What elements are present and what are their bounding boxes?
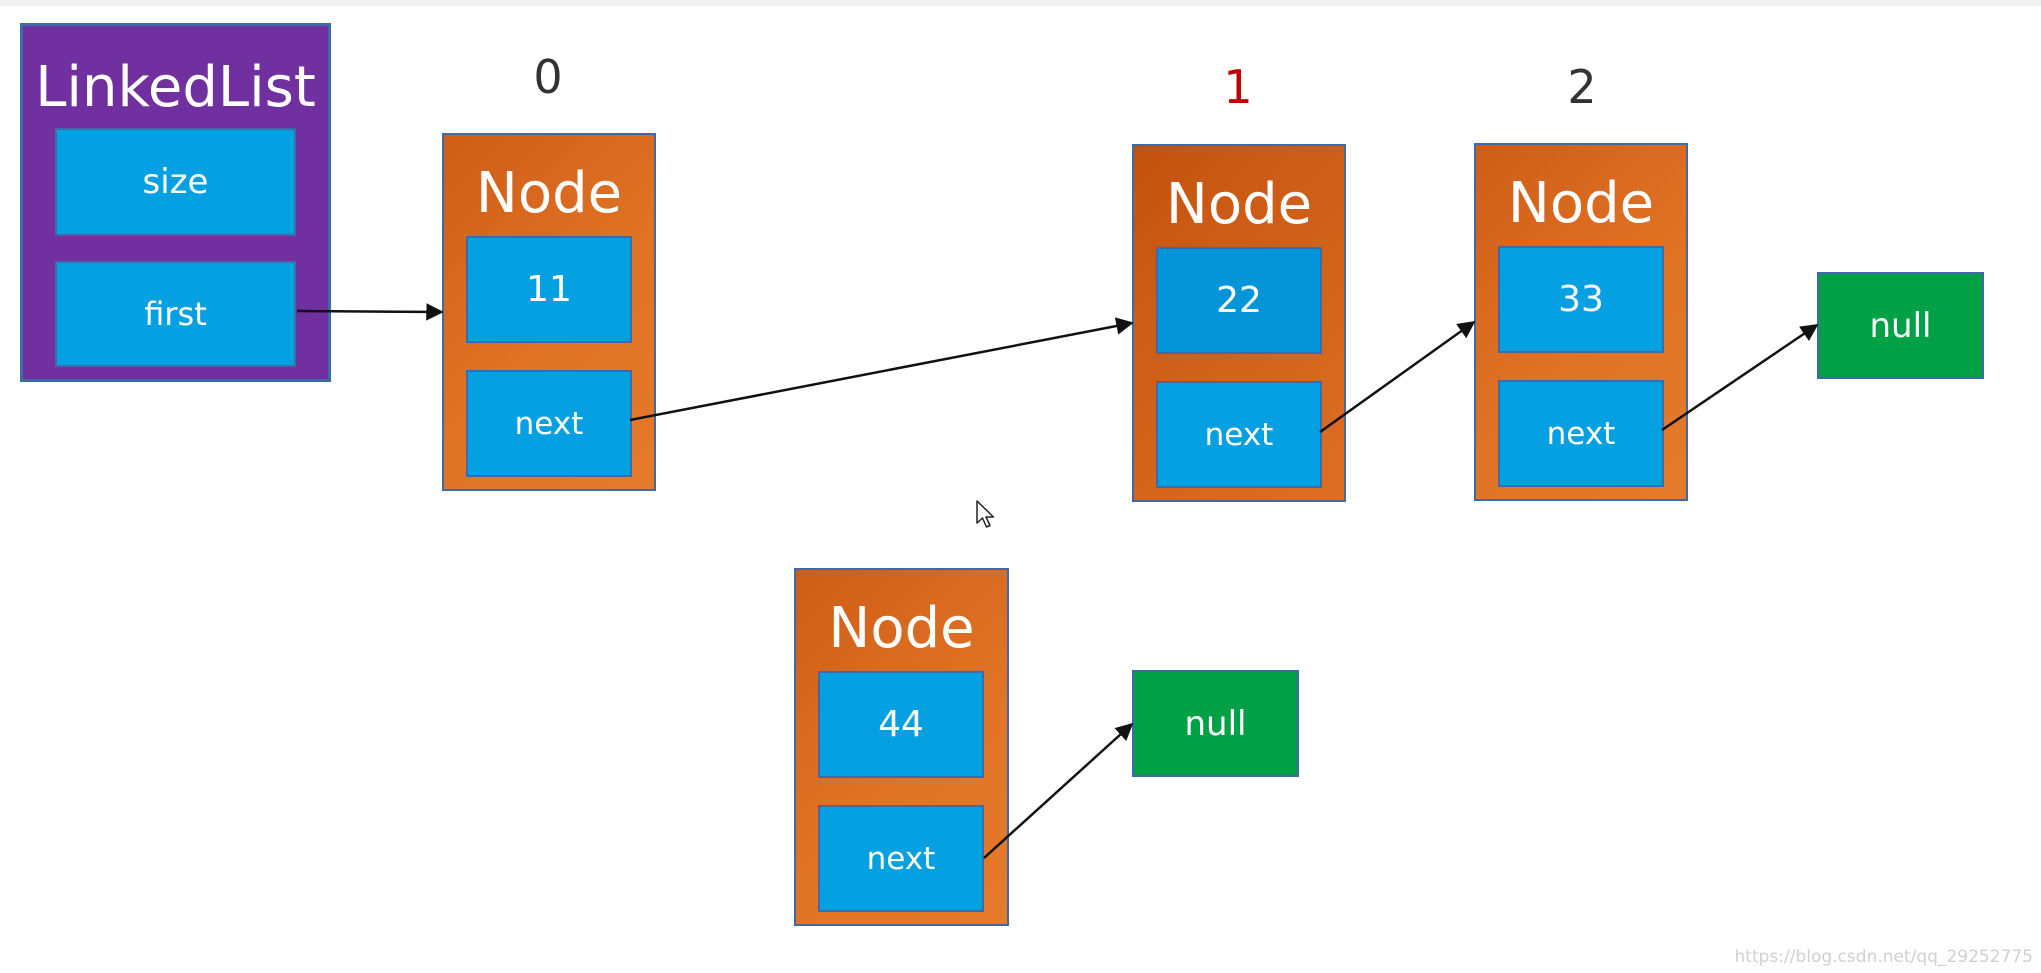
node-2-value-field: 33 [1498, 246, 1664, 353]
size-field: size [55, 128, 296, 236]
node-new-title: Node [828, 596, 975, 661]
arrow-first-to-node0 [296, 303, 444, 321]
arrow-node2-to-null [1661, 323, 1819, 432]
node-new: Node 44 next [794, 568, 1009, 926]
linkedlist-object: LinkedList size first [20, 23, 331, 382]
node-2: Node 33 next [1474, 143, 1688, 501]
node-1-title: Node [1165, 172, 1313, 237]
first-field: first [55, 261, 296, 367]
node-new-value-field: 44 [818, 671, 984, 778]
mouse-cursor-icon [976, 500, 995, 528]
node-0-title: Node [475, 161, 623, 226]
node-1: Node 22 next [1132, 144, 1346, 502]
node-1-value-field: 22 [1156, 247, 1322, 354]
index-label-2: 2 [1567, 60, 1597, 114]
arrow-newnode-to-null [983, 722, 1134, 859]
node-2-next-field: next [1498, 380, 1664, 487]
node-0-next-field: next [466, 370, 632, 477]
linkedlist-title: LinkedList [35, 55, 316, 120]
arrow-node0-to-node1 [629, 317, 1134, 422]
null-box-new: null [1132, 670, 1299, 777]
node-new-next-field: next [818, 805, 984, 912]
node-1-next-field: next [1156, 381, 1322, 488]
top-border [0, 0, 2041, 6]
node-2-title: Node [1507, 171, 1655, 236]
node-0: Node 11 next [442, 133, 656, 491]
arrow-node1-to-node2 [1319, 320, 1476, 434]
node-0-value-field: 11 [466, 236, 632, 343]
watermark: https://blog.csdn.net/qq_29252775 [1734, 947, 2033, 967]
index-label-1: 1 [1223, 60, 1253, 114]
index-label-0: 0 [533, 50, 563, 104]
